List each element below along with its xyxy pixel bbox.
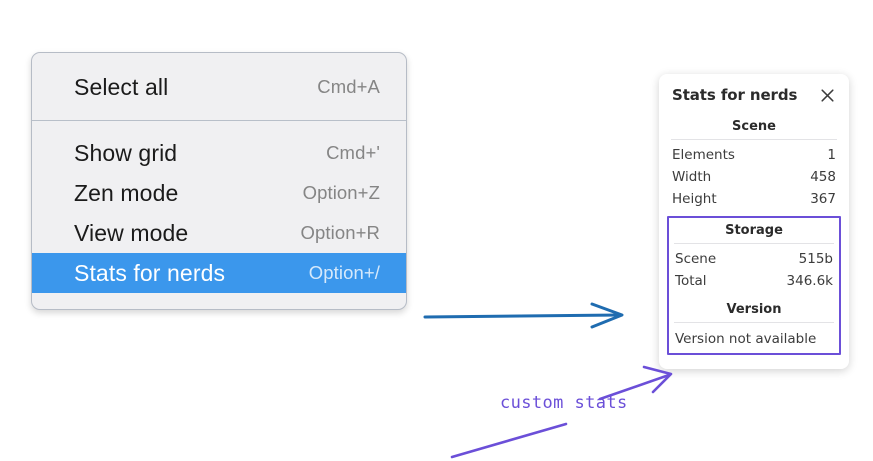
menu-item-label: Select all (74, 73, 169, 100)
scene-section-heading: Scene (732, 119, 776, 134)
stat-label: Total (675, 273, 707, 289)
menu-item-label: Zen mode (74, 179, 179, 206)
custom-stats-highlight-box: Storage Scene 515b Total 346.6k Version … (667, 216, 841, 355)
section-rule (674, 243, 834, 244)
menu-item-label: Show grid (74, 139, 178, 166)
stat-label: Width (672, 169, 712, 185)
menu-item-view-mode[interactable]: View mode Option+R (32, 213, 406, 253)
section-rule (671, 139, 837, 140)
menu-item-shortcut: Option+/ (308, 262, 380, 283)
annotation-label-custom-stats: custom stats (500, 393, 628, 413)
stat-label: Height (672, 191, 717, 207)
menu-item-select-all[interactable]: Select all Cmd+A (32, 67, 406, 107)
stat-row-elements: Elements 1 (670, 144, 838, 166)
menu-divider (32, 120, 406, 121)
stat-value: 515b (798, 251, 833, 267)
menu-item-shortcut: Cmd+' (326, 142, 380, 163)
menu-item-zen-mode[interactable]: Zen mode Option+Z (32, 173, 406, 213)
purple-underline-annotation (450, 422, 568, 459)
stat-label: Scene (675, 251, 717, 267)
version-text: Version not available (675, 331, 817, 347)
stats-for-nerds-panel: Stats for nerds Scene Elements 1 Width 4… (659, 74, 849, 369)
stat-row-storage-scene: Scene 515b (673, 248, 835, 270)
stat-value: 346.6k (786, 273, 833, 289)
section-rule (674, 322, 834, 323)
stat-value: 458 (810, 169, 836, 185)
menu-section-selection: Select all Cmd+A (32, 53, 406, 120)
close-icon[interactable] (819, 87, 836, 104)
stat-label: Elements (672, 147, 735, 163)
menu-item-show-grid[interactable]: Show grid Cmd+' (32, 133, 406, 173)
menu-item-label: Stats for nerds (74, 259, 226, 286)
canvas-context-menu[interactable]: Select all Cmd+A Show grid Cmd+' Zen mod… (31, 52, 407, 310)
menu-section-view: Show grid Cmd+' Zen mode Option+Z View m… (32, 121, 406, 309)
version-section-heading: Version (726, 302, 782, 317)
stat-value: 1 (827, 147, 836, 163)
stat-row-height: Height 367 (670, 188, 838, 210)
stat-row-storage-total: Total 346.6k (673, 270, 835, 292)
storage-section-heading: Storage (725, 223, 783, 238)
menu-item-shortcut: Cmd+A (317, 76, 380, 97)
stats-panel-title: Stats for nerds (672, 86, 798, 104)
menu-item-shortcut: Option+R (300, 222, 380, 243)
stats-panel-header: Stats for nerds (670, 86, 838, 104)
menu-item-stats-for-nerds[interactable]: Stats for nerds Option+/ (32, 253, 406, 293)
stat-row-width: Width 458 (670, 166, 838, 188)
menu-item-label: View mode (74, 219, 189, 246)
menu-item-shortcut: Option+Z (302, 182, 380, 203)
stat-value: 367 (810, 191, 836, 207)
blue-arrow-annotation (423, 302, 624, 329)
